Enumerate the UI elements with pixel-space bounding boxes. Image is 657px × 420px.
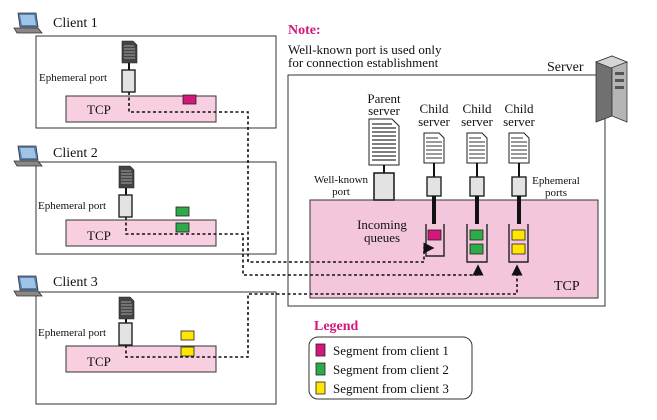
process-icon	[118, 165, 135, 189]
server-tcp-label: TCP	[554, 279, 580, 294]
legend-item-3-label: Segment from client 3	[333, 381, 449, 396]
legend-item-1-label: Segment from client 1	[333, 343, 449, 358]
child-server-2-label-1: Child	[462, 101, 492, 116]
child-server-3-label-1: Child	[504, 101, 534, 116]
process-icon	[118, 296, 135, 320]
ephemeral-port-child-3	[511, 176, 527, 197]
queued-segment-client-2	[469, 243, 484, 255]
laptop-icon	[13, 145, 43, 167]
client-3-port-label: Ephemeral port	[38, 327, 107, 339]
queued-segment-client-1	[427, 229, 442, 241]
server-tcp-box	[309, 199, 599, 299]
client-2-group	[13, 145, 277, 255]
connection-path-client-2	[125, 217, 484, 276]
queue-3	[508, 224, 529, 263]
client-2-port-label: Ephemeral port	[38, 200, 107, 212]
server-label: Server	[547, 60, 584, 75]
client-3-group	[13, 275, 277, 405]
legend-box	[308, 336, 473, 400]
server-group	[287, 55, 629, 307]
child-server-3-label-2: server	[503, 114, 535, 129]
ephemeral-port-child-1	[426, 176, 442, 197]
child-server-3	[508, 132, 530, 224]
client-1-port-label: Ephemeral port	[39, 72, 108, 84]
segment-client-2	[175, 222, 190, 233]
ephemeral-ports-label-1: Ephemeral	[532, 175, 580, 187]
legend-item-2-label: Segment from client 2	[333, 362, 449, 377]
queue-2	[466, 224, 488, 263]
client-2-label: Client 2	[53, 146, 98, 161]
queued-segment-client-3	[511, 243, 526, 255]
legend-title: Legend	[314, 319, 359, 334]
segment-client-3	[180, 346, 195, 357]
connection-paths	[125, 92, 523, 358]
well-known-port-label-1: Well-known	[313, 174, 369, 186]
client-1-label: Client 1	[53, 16, 98, 31]
parent-server-label-1: Parent	[367, 91, 401, 106]
note-title: Note:	[288, 23, 321, 38]
client-1-tcp-box	[65, 95, 217, 123]
ephemeral-port-1	[121, 69, 136, 93]
legend	[308, 336, 473, 400]
child-server-2	[466, 132, 488, 224]
queue-1	[425, 224, 445, 257]
child-server-2-label-2: server	[461, 114, 493, 129]
incoming-queues-label-1: Incoming	[357, 217, 407, 232]
well-known-port	[373, 172, 395, 201]
server-tower-icon	[594, 55, 629, 123]
legend-swatch-client-1	[315, 343, 326, 357]
process-icon	[121, 40, 138, 64]
queued-segment-client-3	[511, 229, 526, 241]
ephemeral-port-child-2	[469, 176, 485, 197]
parent-server-label-2: server	[368, 103, 400, 118]
segment-client-2	[175, 206, 190, 217]
client-1-tcp-label: TCP	[87, 102, 111, 117]
client-2-tcp-box	[65, 219, 217, 247]
legend-swatch-client-2	[315, 362, 326, 376]
incoming-queues-label-2: queues	[363, 230, 401, 245]
parent-server-icon	[368, 118, 400, 166]
child-server-1-label-2: server	[418, 114, 450, 129]
connection-path-client-1	[128, 92, 435, 263]
legend-swatch-client-3	[315, 381, 326, 395]
note-line-1: Well-known port is used only	[288, 42, 442, 57]
ephemeral-port-3	[118, 322, 133, 346]
segment-client-1	[182, 94, 197, 105]
note-line-2: for connection establishment	[288, 55, 439, 70]
child-server-1	[423, 132, 445, 224]
laptop-icon	[13, 12, 43, 34]
child-server-1-label-1: Child	[419, 101, 449, 116]
laptop-icon	[13, 275, 43, 297]
client-3-label: Client 3	[53, 275, 98, 290]
client-3-tcp-label: TCP	[87, 354, 111, 369]
ephemeral-port-2	[118, 194, 133, 218]
queued-segment-client-2	[469, 229, 484, 241]
client-2-tcp-label: TCP	[87, 228, 111, 243]
ephemeral-ports-label-2: ports	[545, 187, 567, 199]
segment-client-3	[180, 330, 195, 341]
well-known-port-label-2: port	[332, 186, 350, 198]
connection-path-client-3	[125, 264, 523, 358]
